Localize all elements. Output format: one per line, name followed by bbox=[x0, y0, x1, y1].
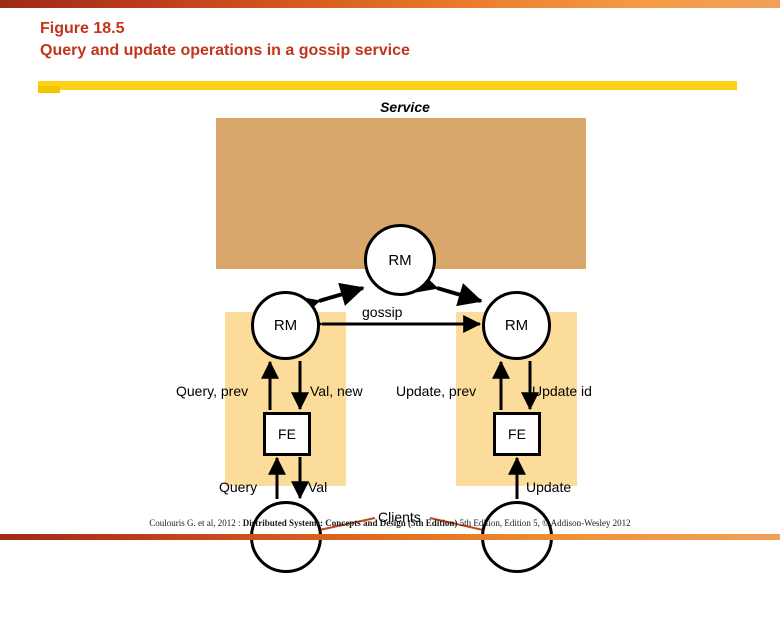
top-accent-bar bbox=[0, 0, 780, 8]
page-title-line-1: Figure 18.5 bbox=[40, 20, 125, 37]
title-underline-tab bbox=[38, 86, 60, 93]
footer-citation-part1: Coulouris G. et al, 2012 : bbox=[149, 518, 243, 528]
frontend-right: FE bbox=[493, 412, 541, 456]
label-gossip: gossip bbox=[362, 304, 403, 320]
page-title-line-2: Query and update operations in a gossip … bbox=[40, 42, 410, 59]
replica-manager-top: RM bbox=[364, 224, 436, 296]
label-query: Query bbox=[219, 479, 258, 495]
gossip-arrow-left-top bbox=[294, 282, 365, 319]
title-underline-rule bbox=[38, 81, 737, 90]
label-update-id: Update id bbox=[532, 383, 592, 399]
replica-manager-right: RM bbox=[482, 291, 551, 360]
label-clients: Clients bbox=[378, 509, 421, 525]
slide-title-block: Figure 18.5 Query and update operations … bbox=[40, 18, 740, 62]
label-val: Val bbox=[308, 479, 328, 495]
label-update-prev: Update, prev bbox=[396, 383, 477, 399]
footer-citation-part2: 5th Edition, Edition 5, © Addison-Wesley… bbox=[457, 518, 631, 528]
service-label: Service bbox=[380, 99, 430, 115]
label-val-new: Val, new bbox=[310, 383, 363, 399]
replica-manager-left: RM bbox=[251, 291, 320, 360]
bottom-accent-bar bbox=[0, 534, 780, 540]
gossip-arrow-top-right bbox=[412, 270, 483, 307]
footer-citation: Coulouris G. et al, 2012 : Distributed S… bbox=[0, 518, 780, 528]
label-update: Update bbox=[526, 479, 572, 495]
frontend-left: FE bbox=[263, 412, 311, 456]
gossip-service-diagram: Service bbox=[0, 95, 780, 573]
label-query-prev: Query, prev bbox=[176, 383, 249, 399]
footer-citation-book-title: Distributed Systems: Concepts and Design… bbox=[242, 518, 458, 528]
